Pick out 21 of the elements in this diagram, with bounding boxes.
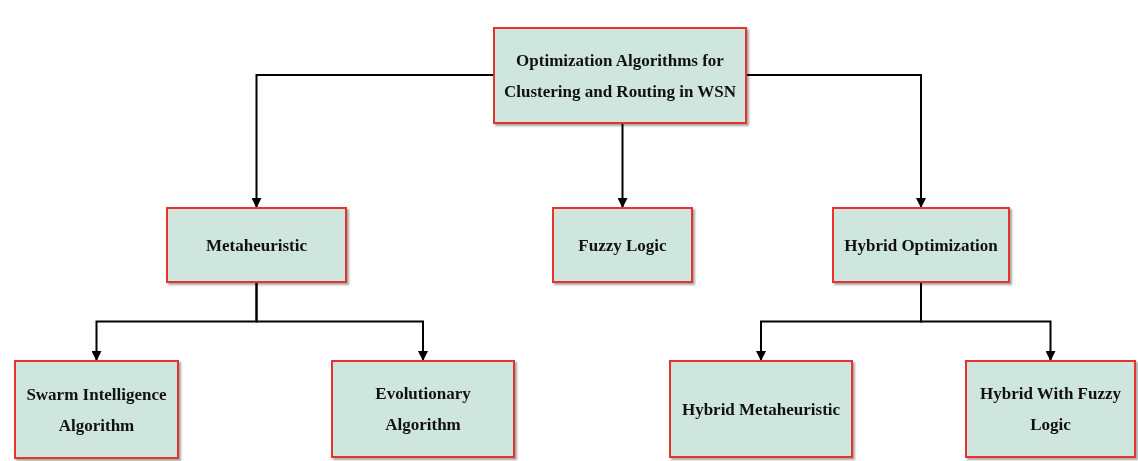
category-box: [331, 360, 515, 458]
box-label: Hybrid Optimization: [844, 234, 998, 257]
connector-arrow: [251, 74, 494, 208]
box-label: Hybrid Metaheuristic: [681, 398, 841, 421]
connector-arrow: [920, 282, 1056, 361]
box-label: Metaheuristic: [206, 234, 307, 257]
box-label: Swarm Intelligence Algorithm: [25, 383, 168, 437]
connector-arrow: [255, 282, 428, 361]
box-label: Evolutionary Algorithm: [374, 383, 472, 436]
connector-arrow: [617, 123, 628, 208]
category-box: [832, 207, 1010, 283]
box-label: Hybrid With Fuzzy Logic: [978, 383, 1123, 436]
category-box: [493, 27, 747, 124]
category-box: [166, 207, 347, 283]
category-box: [552, 207, 693, 283]
category-box: [14, 360, 179, 459]
category-box: [965, 360, 1136, 458]
box-label: Fuzzy Logic: [578, 234, 667, 257]
category-box: [669, 360, 853, 458]
connector-arrow: [746, 74, 926, 208]
box-label: Optimization Algorithms for Clustering and Routing in WSN: [502, 49, 738, 103]
